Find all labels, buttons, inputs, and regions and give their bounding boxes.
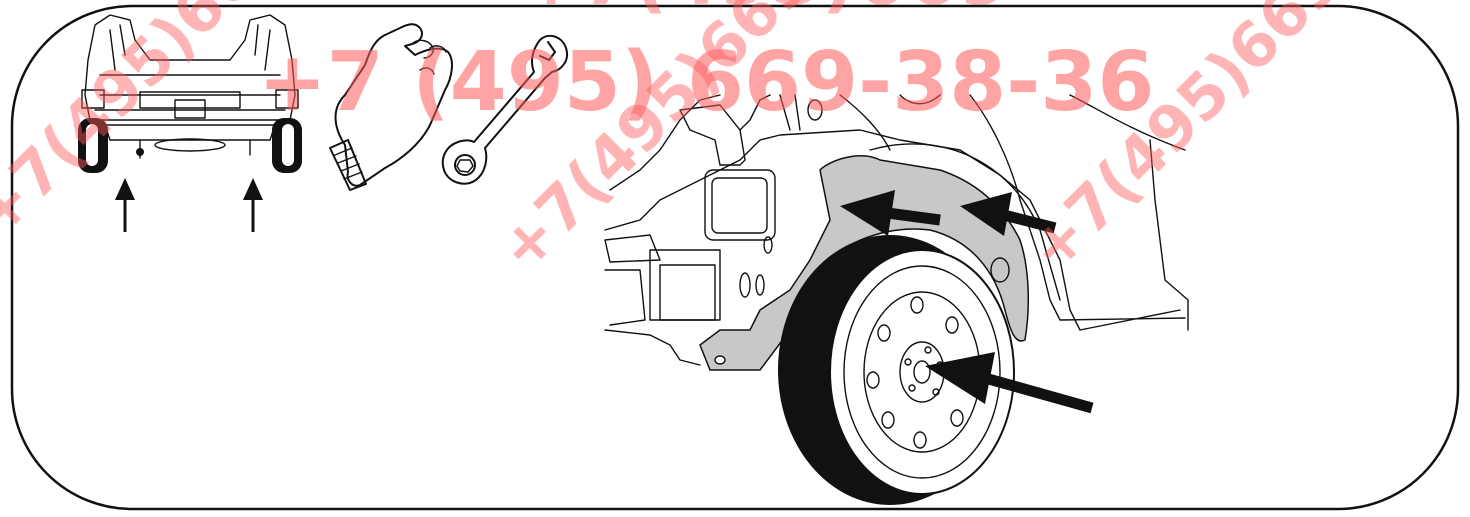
- procedure-diagram: +7 (495) 669-38-36 +7(495)669 +7(495)669…: [0, 0, 1470, 517]
